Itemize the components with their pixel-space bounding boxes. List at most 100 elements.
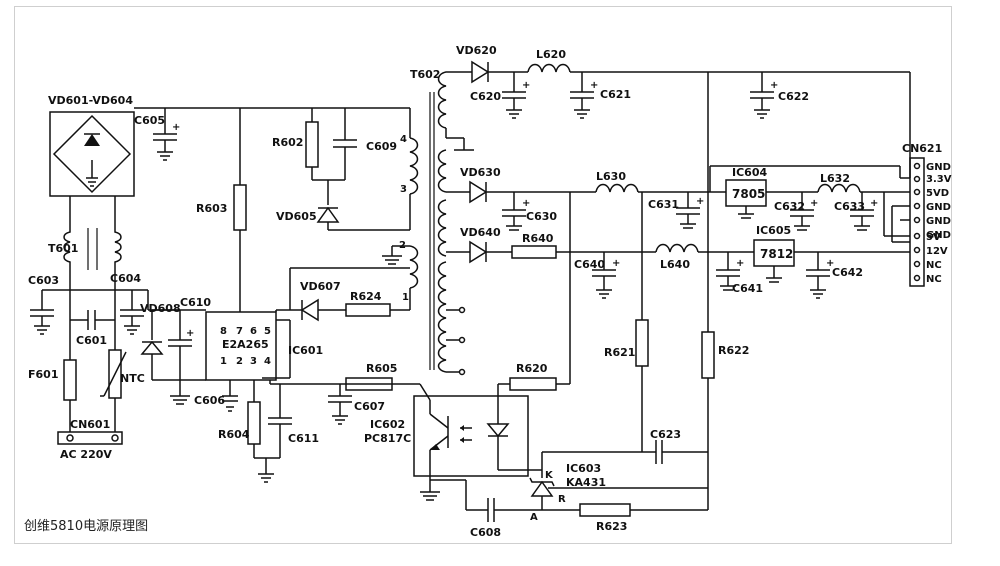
label-ic603: IC603 xyxy=(566,462,601,475)
label-r640: R640 xyxy=(522,232,554,245)
cn621-pin-6: GND xyxy=(926,230,951,241)
label-vd605: VD605 xyxy=(276,210,317,223)
label-cn621: CN621 xyxy=(902,142,942,155)
label-c620: C620 xyxy=(470,90,501,103)
ic601-pin-4: 4 xyxy=(264,356,271,367)
svg-text:+: + xyxy=(172,122,180,133)
ic601-pin-7: 7 xyxy=(236,326,243,337)
label-c641: C641 xyxy=(732,282,763,295)
label-l630: L630 xyxy=(596,170,626,183)
label-c640: C640 xyxy=(574,258,605,271)
t602-secondary: T602 xyxy=(410,68,474,376)
svg-text:+: + xyxy=(810,198,818,209)
label-c609: C609 xyxy=(366,140,397,153)
label-c642: C642 xyxy=(832,266,863,279)
t601-choke: T601 xyxy=(48,228,122,290)
feedback-secondary: R621 R622 C623 K R A IC603 KA431 C608 R6… xyxy=(430,319,749,539)
ic601-pin-2: 2 xyxy=(236,356,243,367)
aux-rectifier: R624 VD607 xyxy=(289,267,410,322)
label-ic601-part: E2A265 xyxy=(222,338,269,351)
figure-border xyxy=(14,6,952,544)
label-vd640: VD640 xyxy=(460,226,501,239)
label-c611: C611 xyxy=(288,432,319,445)
svg-text:+: + xyxy=(612,258,620,269)
cn621-pin-2: 3.3V xyxy=(926,174,952,185)
label-bridge: VD601-VD604 xyxy=(48,94,133,107)
svg-text:+: + xyxy=(870,198,878,209)
label-ic602: IC602 xyxy=(370,418,405,431)
svg-text:+: + xyxy=(590,80,598,91)
cn621-pin-10: NC xyxy=(926,274,942,285)
label-c631: C631 xyxy=(648,198,679,211)
label-ac-input: AC 220V xyxy=(60,448,112,461)
label-c601: C601 xyxy=(76,334,107,347)
label-c633: C633 xyxy=(834,200,865,213)
label-c632: C632 xyxy=(774,200,805,213)
input-protection: F601 NTC CN601 AC 220V xyxy=(28,349,145,461)
ic601-pin-8: 8 xyxy=(220,326,227,337)
label-c630: C630 xyxy=(526,210,557,223)
feedback-primary: R605 C607 xyxy=(328,362,431,425)
label-t601: T601 xyxy=(48,242,78,255)
label-pin-r: R xyxy=(558,494,566,505)
label-ntc: NTC xyxy=(120,372,145,385)
cn621-connector: CN621 GND 3.3V 5VD GND GND GND 5V 5V 12V… xyxy=(900,142,952,287)
label-r620: R620 xyxy=(516,362,548,375)
label-r623: R623 xyxy=(596,520,627,533)
label-c610: C610 xyxy=(180,296,211,309)
cn621-pin-7-visible: 5V xyxy=(926,232,941,243)
label-f601: F601 xyxy=(28,368,58,381)
cn621-pin-1: GND xyxy=(926,162,951,173)
label-ic602-part: PC817C xyxy=(364,432,411,445)
svg-text:+: + xyxy=(696,196,704,207)
input-filter: C603 C604 C601 xyxy=(28,272,180,360)
label-r604: R604 xyxy=(218,428,250,441)
label-c603: C603 xyxy=(28,274,59,287)
label-l632: L632 xyxy=(820,172,850,185)
label-r605: R605 xyxy=(366,362,397,375)
label-ic603-part: KA431 xyxy=(566,476,606,489)
caption: 创维5810电源原理图 xyxy=(24,519,148,534)
cn621-pin-5: GND xyxy=(926,216,951,227)
cn621-pin-9: NC xyxy=(926,260,942,271)
rail-5v: VD630 L630 + C630 + C631 xyxy=(446,166,710,320)
label-c622: C622 xyxy=(778,90,809,103)
ic602-optocoupler: IC602 PC817C xyxy=(364,384,542,501)
pin-3-label: 3 xyxy=(400,184,407,195)
label-r603: R603 xyxy=(196,202,227,215)
pin-1-label: 1 xyxy=(402,292,409,303)
label-ic604: IC604 xyxy=(732,166,767,179)
label-c605: C605 xyxy=(134,114,165,127)
ic601-pin-6: 6 xyxy=(250,326,257,337)
label-r624: R624 xyxy=(350,290,382,303)
pin-4-label: 4 xyxy=(400,134,407,145)
ic601-pin-5: 5 xyxy=(264,326,271,337)
cn621-pin-3: 5VD xyxy=(926,188,949,199)
label-r622: R622 xyxy=(718,344,749,357)
label-vd608: VD608 xyxy=(140,302,181,315)
svg-text:+: + xyxy=(826,258,834,269)
label-c607: C607 xyxy=(354,400,385,413)
label-l620: L620 xyxy=(536,48,566,61)
label-ic604-part: 7805 xyxy=(732,187,765,201)
label-c623: C623 xyxy=(650,428,681,441)
r620: R620 xyxy=(498,192,571,391)
label-ic601: IC601 xyxy=(288,344,323,357)
label-l640: L640 xyxy=(660,258,690,271)
svg-text:+: + xyxy=(736,258,744,269)
cn621-pin-8: 12V xyxy=(926,246,948,257)
label-vd607: VD607 xyxy=(300,280,341,293)
cn621-pin-4: GND xyxy=(926,202,951,213)
rail-3v3: VD620 L620 + C620 + C621 + C622 xyxy=(454,44,911,332)
svg-text:+: + xyxy=(186,328,194,339)
ic601-pin-3: 3 xyxy=(250,356,257,367)
label-cn601: CN601 xyxy=(70,418,110,431)
label-t602: T602 xyxy=(410,68,440,81)
bridge-rectifier: VD601-VD604 xyxy=(48,94,135,228)
label-vd630: VD630 xyxy=(460,166,501,179)
rail-12v: VD640 R640 L640 + C640 + C641 xyxy=(446,226,763,299)
label-c621: C621 xyxy=(600,88,631,101)
primary-top: C605 + R603 R602 C609 VD605 xyxy=(134,107,410,312)
svg-text:+: + xyxy=(770,80,778,91)
